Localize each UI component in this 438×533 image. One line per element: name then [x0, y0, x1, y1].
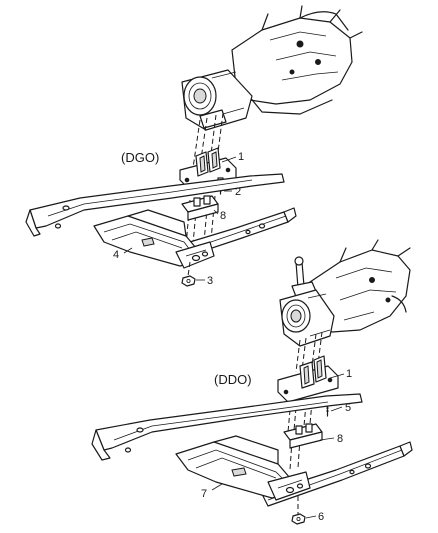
- bottom-callout-1: 1: [346, 368, 352, 380]
- bottom-callout-7: 7: [201, 488, 207, 500]
- section-label-dgo: (DGO): [121, 150, 159, 165]
- top-callout-8: 8: [220, 210, 226, 222]
- bottom-leaders: [211, 373, 345, 519]
- top-callout-2: 2: [235, 186, 241, 198]
- top-callout-1: 1: [238, 151, 244, 163]
- top-nut-part3: [181, 261, 196, 287]
- top-mount-part1: [179, 147, 237, 191]
- bottom-mount-part1: [277, 355, 339, 403]
- top-transmission: [181, 5, 363, 131]
- top-callout-3: 3: [207, 275, 213, 287]
- top-leaders: [123, 156, 237, 281]
- section-label-ddo: (DDO): [214, 372, 252, 387]
- bottom-callout-8: 8: [337, 433, 343, 445]
- top-crossmember-part4: [93, 209, 215, 269]
- bottom-bracket-part8: [283, 423, 323, 449]
- bottom-callout-5: 5: [345, 402, 351, 414]
- bottom-callout-6: 6: [318, 511, 324, 523]
- bottom-transmission: [279, 239, 411, 347]
- bottom-nut-part6: [291, 496, 306, 525]
- bottom-crossmember-part7: [175, 435, 311, 501]
- top-callout-4: 4: [113, 249, 119, 261]
- bottom-assembly: (DDO) 1 5 8 6 7: [91, 239, 413, 525]
- top-bracket-part8: [181, 195, 219, 221]
- top-assembly: (DGO) 1 2 8 3 4: [25, 5, 363, 287]
